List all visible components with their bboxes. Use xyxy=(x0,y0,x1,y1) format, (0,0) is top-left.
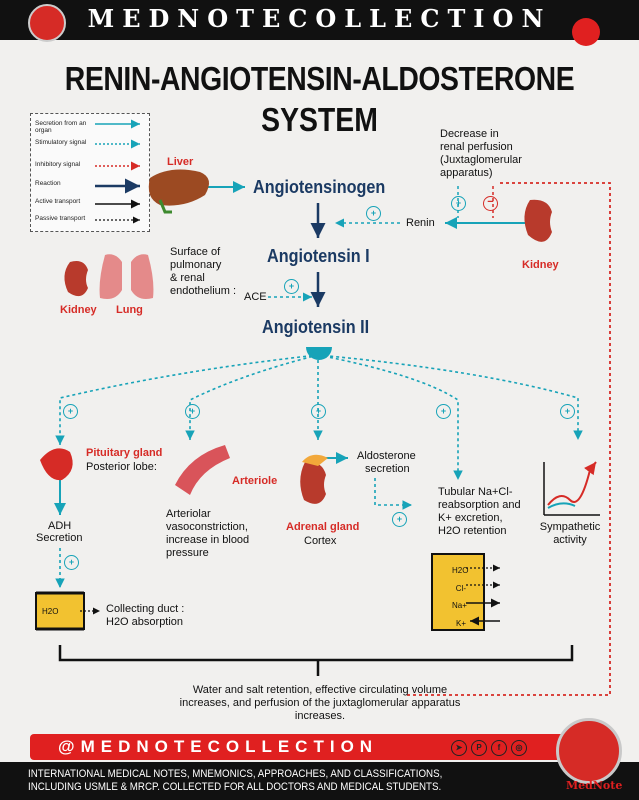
mednote-logo-icon xyxy=(556,718,622,784)
plus-icon: + xyxy=(185,404,200,419)
page-title-line1: RENIN-ANGIOTENSIN-ALDOSTERONE xyxy=(64,60,575,97)
collecting-duct-label: Collecting duct :H2O absorption xyxy=(106,603,185,628)
instagram-icon[interactable]: ◎ xyxy=(511,740,527,756)
renin-label: Renin xyxy=(406,217,435,229)
legend-secretion: Secretion from an organ xyxy=(35,120,87,134)
summary-text: Water and salt retention, effective circ… xyxy=(179,684,461,722)
footer-band xyxy=(0,762,639,800)
legend-passive: Passive transport xyxy=(35,215,86,222)
plus-icon: + xyxy=(284,279,299,294)
legend-active: Active transport xyxy=(35,198,81,205)
node-angiotensin-1: Angiotensin I xyxy=(267,246,370,266)
telegram-icon[interactable]: ➤ xyxy=(451,740,467,756)
legend-reaction: Reaction xyxy=(35,180,61,187)
brand-title: MEDNOTECOLLECTION xyxy=(87,4,552,33)
plus-icon: + xyxy=(560,404,575,419)
pinterest-icon[interactable]: P xyxy=(471,740,487,756)
facebook-icon[interactable]: f xyxy=(491,740,507,756)
plus-icon: + xyxy=(436,404,451,419)
legend-inhibitory: Inhibitory signal xyxy=(35,161,81,168)
plus-icon: + xyxy=(366,206,381,221)
legend: Secretion from an organ Stimulatory sign… xyxy=(30,113,150,232)
cortex-label: Cortex xyxy=(304,535,337,547)
ace-label: ACE xyxy=(244,291,267,303)
node-angiotensin-2: Angiotensin II xyxy=(262,317,370,337)
liver-label: Liver xyxy=(167,156,194,168)
minus-icon: − xyxy=(483,196,498,211)
kidney-badge-icon xyxy=(572,18,600,46)
plus-icon: + xyxy=(392,512,407,527)
adh-secretion-label: Secretion xyxy=(36,532,83,544)
footer-handle[interactable]: @MEDNOTECOLLECTION xyxy=(58,737,379,756)
posterior-lobe-label: Posterior lobe: xyxy=(86,461,157,473)
pituitary-label: Pituitary gland xyxy=(86,447,163,459)
adrenal-label: Adrenal gland xyxy=(286,521,360,533)
logo-icon xyxy=(28,4,66,42)
page-title-line2: SYSTEM xyxy=(261,101,378,138)
node-angiotensinogen: Angiotensinogen xyxy=(253,177,386,197)
mednote-logo-text: MedNote xyxy=(566,779,623,792)
arteriole-label: Arteriole xyxy=(232,475,278,487)
header-bar xyxy=(0,0,639,40)
plus-icon: + xyxy=(63,404,78,419)
kidney-left-label: Kidney xyxy=(60,304,97,316)
adh-label: ADH xyxy=(48,520,72,532)
kidney-right-label: Kidney xyxy=(522,259,559,271)
legend-stimulatory: Stimulatory signal xyxy=(35,139,87,146)
plus-icon: + xyxy=(451,196,466,211)
plus-icon: + xyxy=(311,404,326,419)
lung-label: Lung xyxy=(116,304,143,316)
footer-text: INTERNATIONAL MEDICAL NOTES, MNEMONICS, … xyxy=(28,768,443,793)
tube-h2o-label: H2O xyxy=(42,607,59,616)
plus-icon: + xyxy=(64,555,79,570)
